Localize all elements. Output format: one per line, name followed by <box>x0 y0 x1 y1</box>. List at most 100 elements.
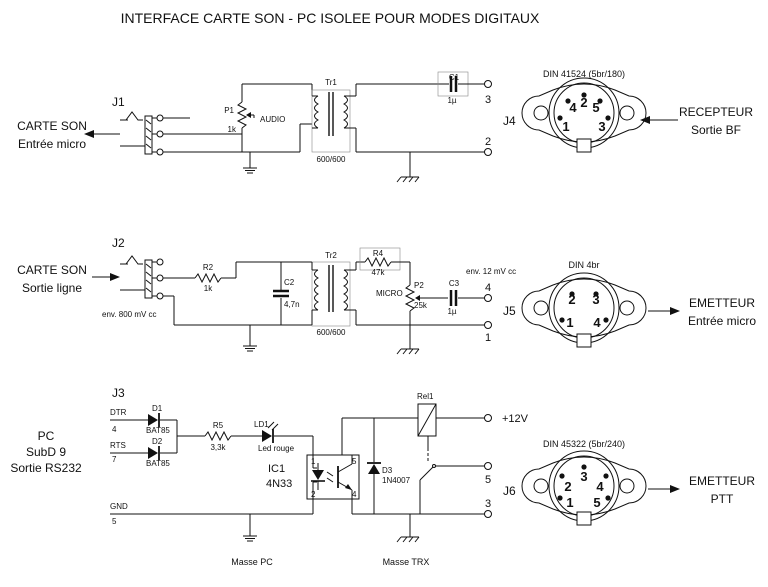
capacitor-c2 <box>273 262 289 325</box>
arrow-left-icon <box>84 130 120 138</box>
resistor-r4 <box>359 247 401 271</box>
jack-j1 <box>120 111 164 156</box>
subd-label: SubD 9 <box>26 445 66 459</box>
diode-d2 <box>148 446 160 460</box>
diode-d1 <box>148 413 160 427</box>
potentiometer-p1 <box>236 101 254 152</box>
terminal-3-bot: 3 <box>485 498 491 510</box>
c3-value: 1µ <box>447 307 456 316</box>
arrow-right-icon <box>648 307 680 315</box>
jack-j2 <box>120 255 164 300</box>
ptt-label: EMETTEUR <box>689 474 755 488</box>
rs232-label: Sortie RS232 <box>10 461 82 475</box>
r4-label: R4 <box>373 249 384 258</box>
din3-pin-1: 1 <box>566 495 573 510</box>
din1-pin-2: 2 <box>580 95 587 110</box>
receiver-sub-label: Sortie BF <box>691 123 741 137</box>
arrow-left-icon <box>640 116 678 124</box>
d3-label: D3 <box>382 466 393 475</box>
din1-label: DIN 41524 (5br/180) <box>543 69 625 79</box>
rts-pin: 7 <box>112 455 117 464</box>
ic1-pin-4: 4 <box>352 490 357 499</box>
section-transmitter-audio: J2 CARTE SON Sortie ligne R2 1k <box>17 236 756 355</box>
capacitor-c1 <box>437 71 485 97</box>
audio-label: AUDIO <box>260 115 285 124</box>
arrow-right-icon <box>92 273 120 281</box>
din3-pin-2: 2 <box>564 479 571 494</box>
d1-label: D1 <box>152 404 163 413</box>
c3-label: C3 <box>449 279 460 288</box>
gnd-pin: 5 <box>112 517 117 526</box>
rts-label: RTS <box>110 441 126 450</box>
gnd-label: GND <box>110 502 128 511</box>
din1-pin-3: 3 <box>598 119 605 134</box>
din2-pin-3: 3 <box>592 292 599 307</box>
din2-pin-2: 2 <box>568 292 575 307</box>
din2-label: DIN 4br <box>568 260 599 270</box>
p1-label: P1 <box>224 106 234 115</box>
tr2-label: Tr2 <box>325 251 337 260</box>
relay-rel1 <box>417 403 485 514</box>
r4-value: 47k <box>372 268 386 277</box>
arrow-right-icon <box>648 485 680 493</box>
resistor-r2 <box>194 272 222 284</box>
din-connector-mic <box>521 272 647 348</box>
ic1-pin-1: 1 <box>311 457 316 466</box>
micro-label: MICRO <box>376 289 403 298</box>
din-connector-receiver <box>521 77 647 153</box>
j2-label: J2 <box>112 236 125 250</box>
din3-pin-5: 5 <box>593 495 600 510</box>
transmitter-mic-sub-label: Entrée micro <box>688 314 756 328</box>
din-connector-ptt <box>521 450 647 526</box>
masse-trx-label: Masse TRX <box>383 557 430 567</box>
sound-card-mic-label: CARTE SON <box>17 119 87 133</box>
p2-label: P2 <box>414 281 424 290</box>
transformer-tr1 <box>311 89 356 153</box>
dtr-pin: 4 <box>112 425 117 434</box>
d1-value: BAT85 <box>146 426 170 435</box>
c1-value: 1µ <box>447 96 456 105</box>
j4-label: J4 <box>503 114 516 128</box>
din1-pin-5: 5 <box>592 100 599 115</box>
din3-pin-4: 4 <box>596 479 604 494</box>
p1-value: 1k <box>228 125 237 134</box>
j3-label: J3 <box>112 386 125 400</box>
transmitter-mic-label: EMETTEUR <box>689 296 755 310</box>
terminal-5-bot: 5 <box>485 474 491 486</box>
resistor-r5 <box>204 430 232 442</box>
r2-value: 1k <box>204 284 213 293</box>
diagram-title: INTERFACE CARTE SON - PC ISOLEE POUR MOD… <box>121 10 540 26</box>
v12-label: +12V <box>502 413 529 425</box>
diode-d3 <box>367 462 381 474</box>
din3-label: DIN 45322 (5br/240) <box>543 439 625 449</box>
pc-label: PC <box>38 429 55 443</box>
rel1-label: Rel1 <box>417 392 434 401</box>
terminal-2-top: 2 <box>485 136 491 148</box>
potentiometer-p2 <box>404 284 426 325</box>
section-receiver: J1 CARTE SON Entrée micro <box>17 69 753 183</box>
env-out-label: env. 12 mV cc <box>466 267 516 276</box>
optocoupler-ic1 <box>306 454 360 500</box>
ic1-label: IC1 <box>268 463 285 475</box>
sound-card-line-sub-label: Sortie ligne <box>22 281 82 295</box>
c2-value: 4,7n <box>284 300 300 309</box>
j6-label: J6 <box>503 484 516 498</box>
transformer-tr2 <box>311 261 351 327</box>
masse-pc-label: Masse PC <box>231 557 273 567</box>
ld1-label: LD1 <box>254 420 269 429</box>
sound-card-line-label: CARTE SON <box>17 263 87 277</box>
terminal-1-mid: 1 <box>485 332 491 344</box>
section-ptt: J3 PC SubD 9 Sortie RS232 DTR 4 RTS 7 GN… <box>10 386 755 567</box>
led-ld1 <box>262 421 279 443</box>
j5-label: J5 <box>503 304 516 318</box>
ic1-value: 4N33 <box>266 478 292 490</box>
r5-value: 3,3k <box>210 443 226 452</box>
j1-label: J1 <box>112 95 125 109</box>
tr1-spec: 600/600 <box>317 155 346 164</box>
ic1-pin-5: 5 <box>352 457 357 466</box>
tr1-label: Tr1 <box>325 78 337 87</box>
din2-pin-1: 1 <box>566 315 573 330</box>
dtr-label: DTR <box>110 408 127 417</box>
c1-label: C1 <box>449 73 460 82</box>
